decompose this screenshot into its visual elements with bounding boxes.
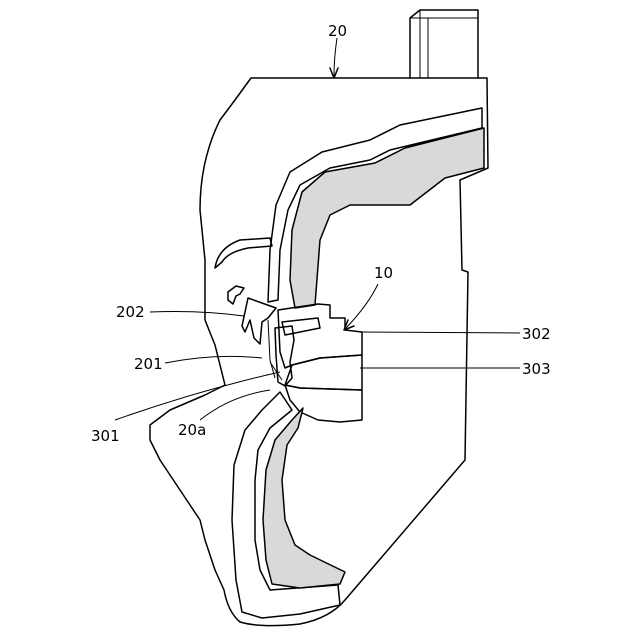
label-302: 302 (522, 325, 551, 343)
upper-hatched-wall (267, 107, 483, 303)
mouth-lines (267, 319, 283, 381)
leader-lines (114, 37, 521, 421)
lower-hatched-wall (231, 391, 341, 619)
seal-strip (274, 325, 295, 387)
small-tab (227, 285, 245, 305)
hook-shape (214, 237, 273, 269)
label-10: 10 (374, 264, 393, 282)
label-301: 301 (91, 427, 120, 445)
label-201: 201 (134, 355, 163, 373)
flap-202 (241, 297, 277, 345)
label-202: 202 (116, 303, 145, 321)
top-connector (409, 9, 479, 79)
lower-gray-channel (262, 407, 346, 589)
label-303: 303 (522, 360, 551, 378)
housing-outline (149, 77, 489, 627)
label-20a: 20a (178, 421, 206, 439)
label-20: 20 (328, 22, 347, 40)
